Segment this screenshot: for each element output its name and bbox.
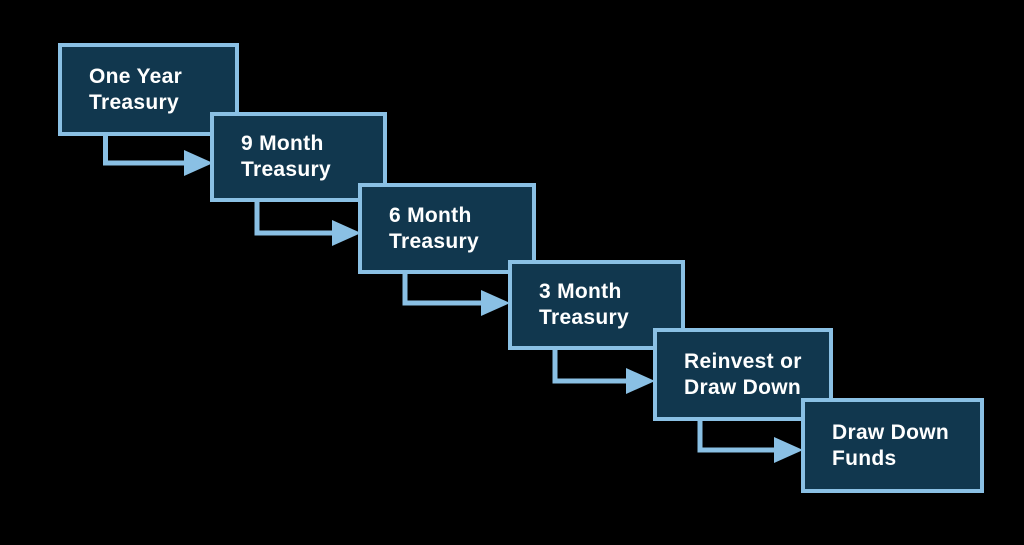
box-label-line: One Year [89, 64, 183, 88]
arrowhead-right-icon [774, 437, 803, 463]
box-label-line: Treasury [89, 90, 179, 114]
box-label-line: 9 Month [241, 132, 324, 155]
box-label-line: Draw Down [832, 420, 950, 444]
box-6-month-treasury: 6 Month Treasury [358, 183, 536, 274]
box-label-line: Treasury [241, 158, 331, 181]
arrowhead-right-icon [184, 150, 213, 176]
box-label-line: Funds [832, 446, 897, 470]
box-9-month-treasury: 9 Month Treasury [210, 112, 387, 202]
box-label-line: Draw Down [684, 375, 802, 399]
flow-arrow-1 [103, 130, 213, 176]
box-one-year-treasury: One Year Treasury [58, 43, 239, 136]
box-label-line: Treasury [539, 306, 629, 329]
arrowhead-right-icon [332, 220, 361, 246]
flow-arrow-5 [697, 418, 803, 463]
box-label-line: Reinvest or [684, 349, 802, 373]
box-3-month-treasury: 3 Month Treasury [508, 260, 685, 350]
flow-arrow-3 [402, 270, 510, 316]
box-draw-down-funds: Draw Down Funds [801, 398, 984, 493]
box-label-line: Treasury [389, 229, 479, 253]
arrowhead-right-icon [626, 368, 655, 394]
arrowhead-right-icon [481, 290, 510, 316]
box-label-line: 6 Month [389, 203, 472, 227]
box-label-line: 3 Month [539, 280, 622, 303]
flow-arrow-4 [552, 347, 655, 394]
flow-arrow-2 [254, 199, 361, 246]
